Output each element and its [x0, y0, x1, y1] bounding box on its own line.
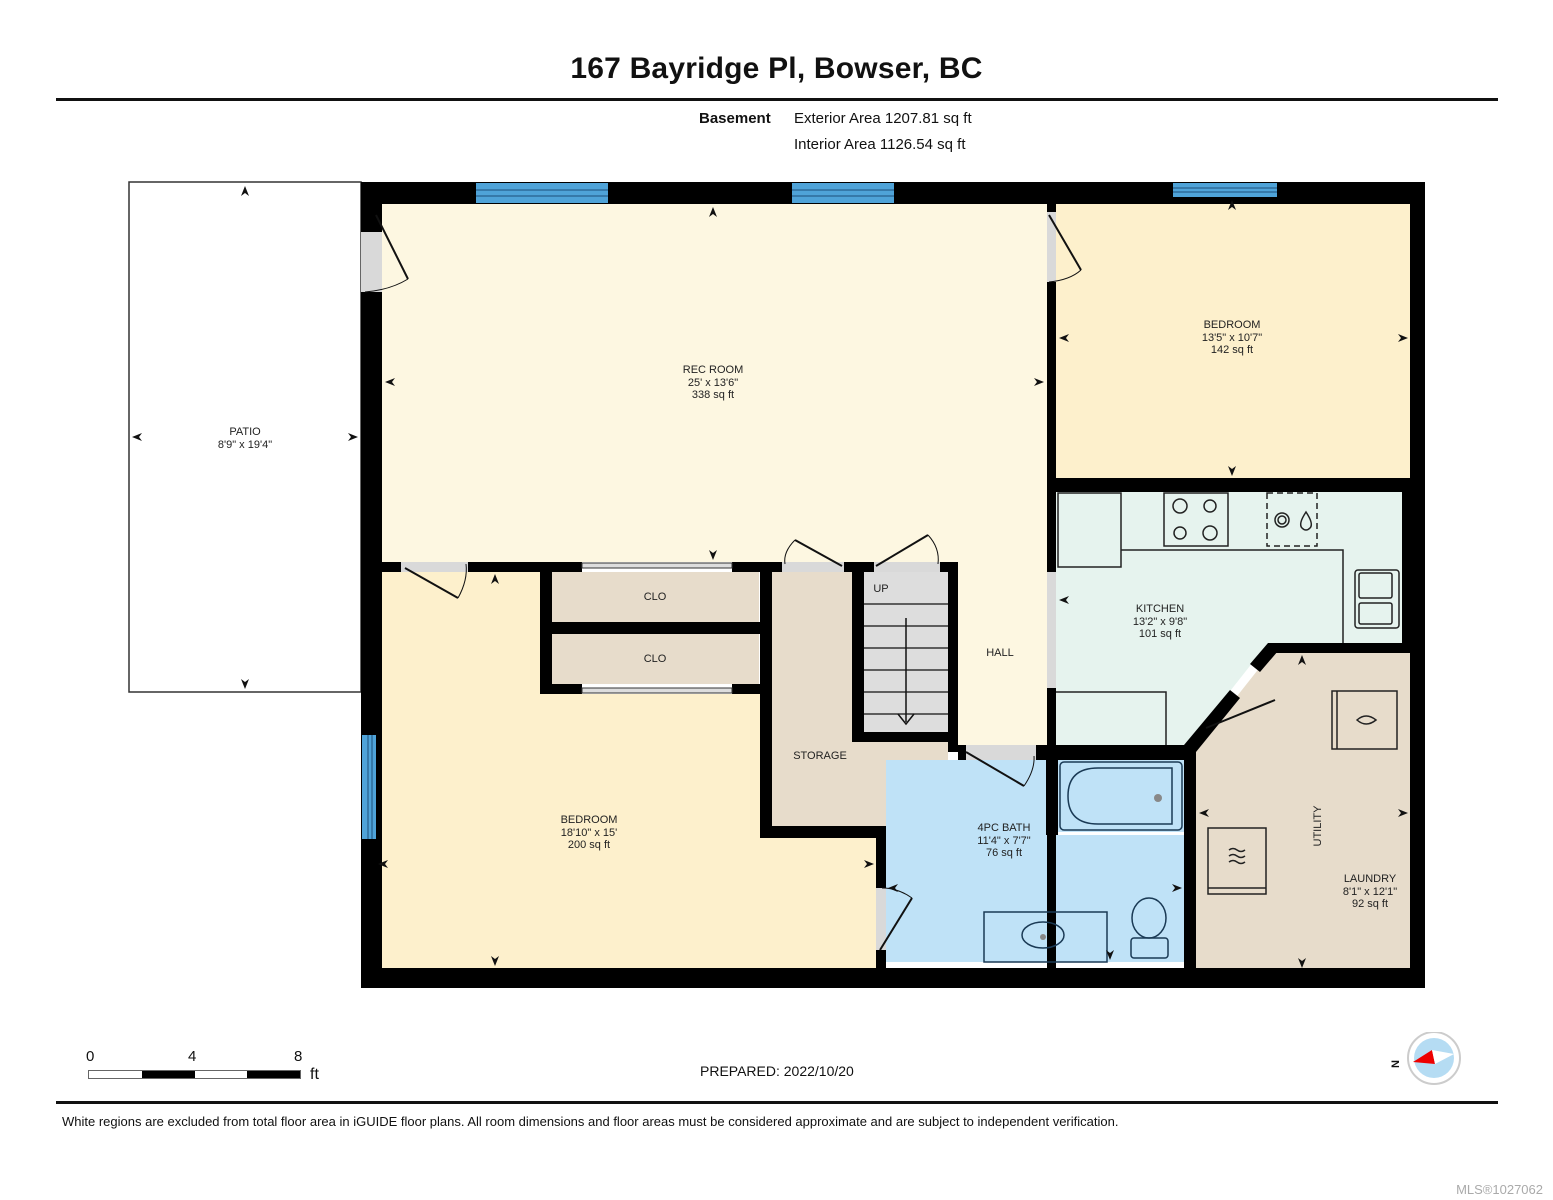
scale-tick-0: 0 — [86, 1048, 95, 1065]
room-name: BEDROOM — [560, 814, 618, 826]
bedroom-2-floor — [376, 572, 876, 968]
floor-label: Basement — [699, 110, 771, 127]
room-name: HALL — [986, 647, 1014, 659]
bedroom-1-floor — [1056, 197, 1410, 478]
room-area: 142 sq ft — [1210, 344, 1254, 356]
room-label-closet-2: CLO — [644, 653, 667, 666]
prepared-date: PREPARED: 2022/10/20 — [700, 1063, 854, 1079]
room-dims: 8'9" x 19'4" — [217, 438, 273, 451]
room-label-patio: PATIO 8'9" x 19'4" — [218, 426, 272, 451]
footer-divider — [56, 1101, 1498, 1104]
disclaimer: White regions are excluded from total fl… — [62, 1114, 1119, 1129]
fridge-icon — [1057, 492, 1122, 568]
room-label-kitchen: KITCHEN 13'2" x 9'8" 101 sq ft — [1133, 603, 1187, 641]
compass-icon — [1407, 1032, 1461, 1085]
bath-floor — [886, 760, 1184, 962]
patio-area — [128, 181, 362, 693]
room-label-bedroom-1: BEDROOM 13'5" x 10'7" 142 sq ft — [1202, 319, 1262, 357]
exterior-area: Exterior Area 1207.81 sq ft — [794, 110, 972, 127]
kitchen-floor — [1056, 492, 1402, 747]
room-name: UP — [873, 583, 889, 595]
sink-icon — [1354, 569, 1400, 629]
room-name: LAUNDRY — [1343, 873, 1397, 885]
page-title: 167 Bayridge Pl, Bowser, BC — [570, 52, 983, 85]
room-name: CLO — [643, 653, 667, 665]
room-dims: 8'1" x 12'1" — [1342, 885, 1398, 898]
scale-bar — [88, 1070, 301, 1079]
room-label-utility: UTILITY — [1312, 806, 1325, 847]
stove-icon — [1163, 492, 1229, 547]
room-label-hall: HALL — [986, 647, 1014, 660]
dishwasher-icon — [1266, 492, 1318, 547]
scale-unit: ft — [310, 1066, 319, 1083]
room-label-laundry: LAUNDRY 8'1" x 12'1" 92 sq ft — [1343, 873, 1397, 911]
tub-area — [1058, 760, 1184, 832]
compass-north-label: N — [1389, 1060, 1402, 1068]
room-name: BEDROOM — [1203, 319, 1261, 331]
room-dims: 13'5" x 10'7" — [1201, 331, 1263, 344]
room-label-bedroom-2: BEDROOM 18'10" x 15' 200 sq ft — [561, 814, 618, 852]
room-dims: 13'2" x 9'8" — [1132, 615, 1188, 628]
room-label-closet-1: CLO — [644, 591, 667, 604]
room-name: KITCHEN — [1135, 603, 1185, 615]
room-dims: 11'4" x 7'7" — [977, 834, 1031, 847]
room-area: 92 sq ft — [1351, 898, 1389, 910]
room-area: 76 sq ft — [985, 847, 1023, 859]
room-dims: 25' x 13'6" — [687, 376, 739, 389]
room-area: 101 sq ft — [1138, 628, 1182, 640]
mls-number: MLS®1027062 — [1456, 1182, 1543, 1197]
room-name: CLO — [643, 591, 667, 603]
room-area: 200 sq ft — [567, 839, 611, 851]
room-name: 4PC BATH — [977, 822, 1031, 834]
bathtub-icon — [1059, 761, 1183, 831]
laundry-floor — [1196, 652, 1410, 970]
room-label-rec-room: REC ROOM 25' x 13'6" 338 sq ft — [683, 364, 744, 402]
closet-2-floor — [552, 634, 759, 684]
rec-room-floor — [382, 204, 1047, 562]
closet-1-floor — [552, 572, 759, 622]
room-area: 338 sq ft — [691, 389, 735, 401]
dryer-icon — [1207, 827, 1267, 895]
room-dims: 18'10" x 15' — [560, 826, 618, 839]
room-name: STORAGE — [793, 750, 847, 762]
room-name: PATIO — [229, 426, 261, 438]
room-label-stairs: UP — [873, 583, 888, 596]
interior-area: Interior Area 1126.54 sq ft — [794, 136, 966, 153]
hall-floor — [958, 562, 1047, 747]
room-name: REC ROOM — [682, 364, 744, 376]
room-label-storage: STORAGE — [793, 750, 847, 763]
room-name: UTILITY — [1311, 805, 1324, 847]
scale-tick-8: 8 — [294, 1048, 303, 1065]
room-label-bath: 4PC BATH 11'4" x 7'7" 76 sq ft — [977, 822, 1030, 860]
scale-tick-4: 4 — [188, 1048, 197, 1065]
water-heater-icon — [1331, 690, 1398, 750]
vanity-icon — [983, 911, 1108, 963]
header-divider — [56, 98, 1498, 101]
bath-sink-icon — [1021, 921, 1065, 949]
